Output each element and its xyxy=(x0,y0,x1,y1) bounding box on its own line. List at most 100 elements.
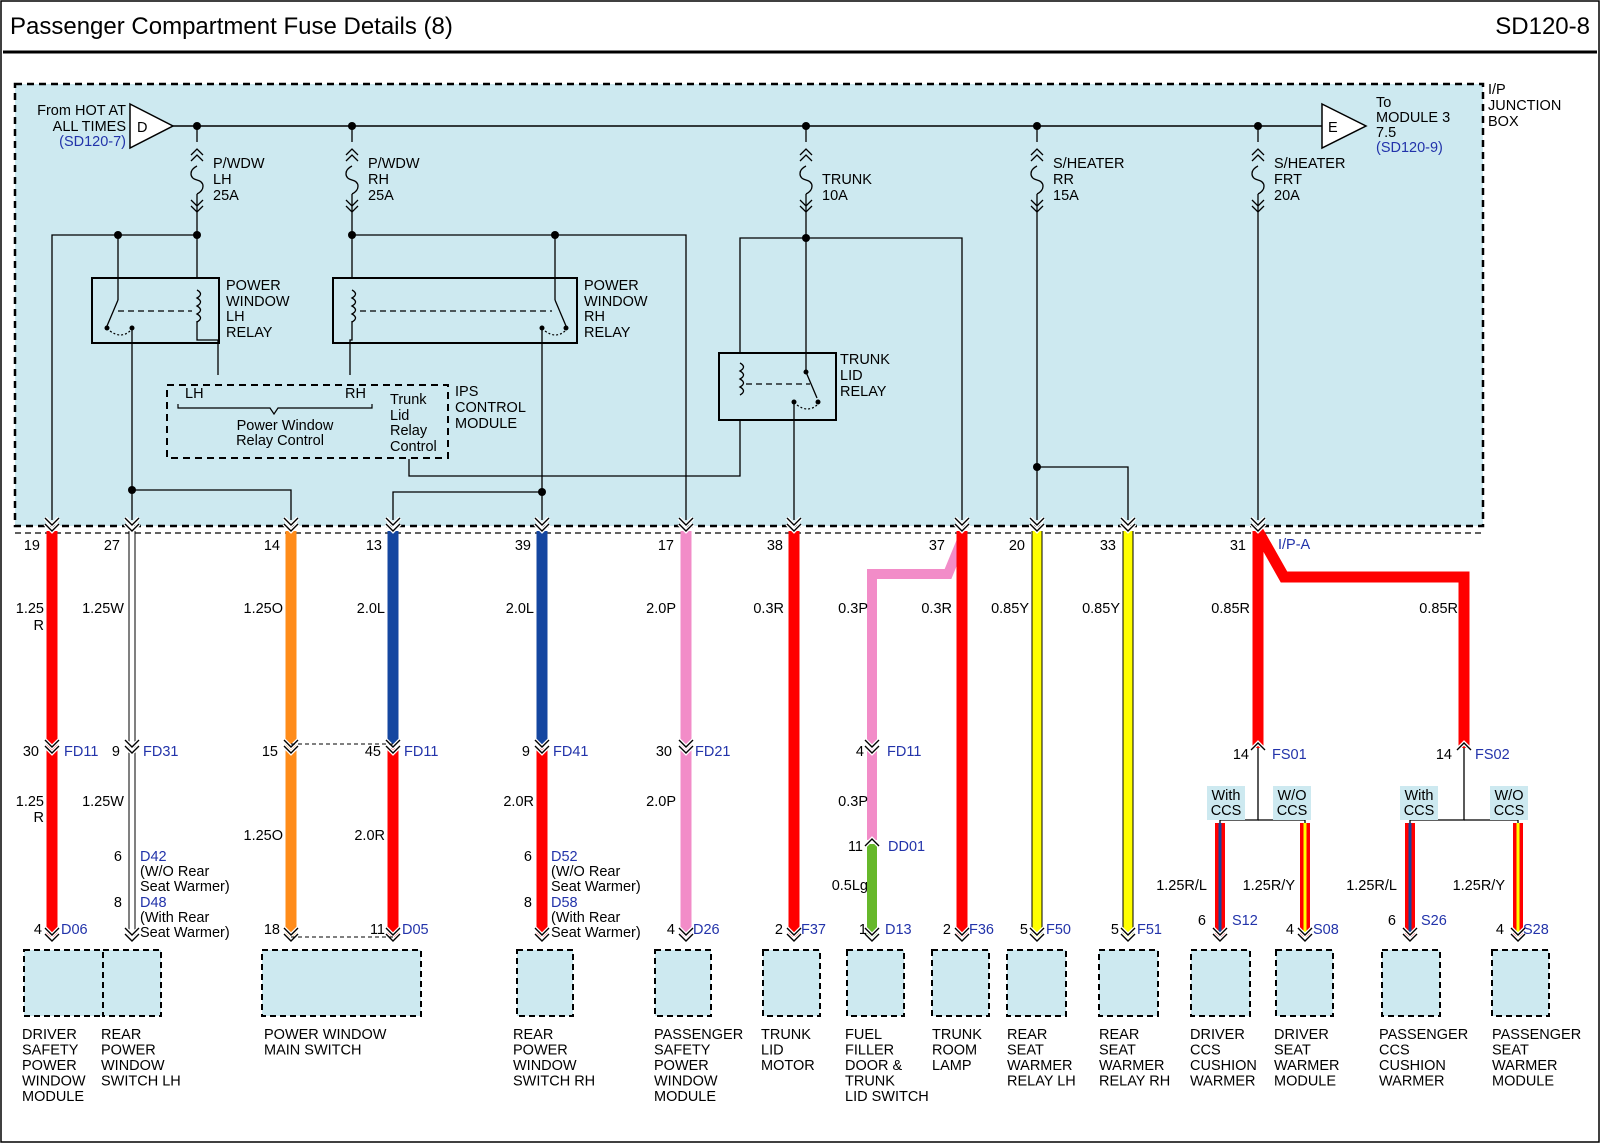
source-e: E To MODULE 3 7.5 (SD120-9) xyxy=(1321,95,1450,156)
component-label: WINDOW xyxy=(513,1058,577,1074)
source-e-ref: (SD120-9) xyxy=(1376,140,1443,156)
component-label: MOTOR xyxy=(761,1058,815,1074)
wire-label: 0.3P xyxy=(838,601,868,617)
bottom-ref: D13 xyxy=(885,922,912,938)
component-label: MODULE xyxy=(654,1089,716,1105)
component-label: CUSHION xyxy=(1190,1058,1257,1074)
component-label: PASSENGER xyxy=(654,1027,743,1043)
note-text: (With Rear xyxy=(140,910,209,926)
component-label: CCS xyxy=(1379,1043,1410,1059)
component-box xyxy=(1275,949,1334,1017)
mid-ref: FD11 xyxy=(64,744,98,760)
wire-label: 2.0P xyxy=(646,601,676,617)
chevron-down-icon xyxy=(283,517,299,532)
wire-label: 0.85Y xyxy=(1082,601,1120,617)
note-ref: D52 xyxy=(551,849,578,865)
wire-ccs-rl-tracer xyxy=(1218,823,1222,937)
chevron-down-icon xyxy=(1120,517,1136,532)
bottom-pin: 6 xyxy=(1198,913,1206,929)
fuse-label: FRT xyxy=(1274,172,1302,188)
component-label: RELAY RH xyxy=(1099,1074,1170,1090)
component-box xyxy=(1190,949,1251,1017)
ips-module-box xyxy=(166,384,449,459)
relay-box xyxy=(332,277,578,344)
component-label: LID xyxy=(761,1043,784,1059)
relay-coil-icon xyxy=(738,362,745,396)
component-box xyxy=(846,949,905,1017)
top-pin: 31 xyxy=(1230,538,1246,554)
bottom-ref: F37 xyxy=(801,922,826,938)
chevron-down-icon xyxy=(1212,927,1228,942)
component-label: SEAT xyxy=(1492,1043,1529,1059)
component-label: PASSENGER xyxy=(1379,1027,1468,1043)
fuse-label: P/WDW xyxy=(213,156,265,172)
bottom-pin: 2 xyxy=(943,922,951,938)
power-window-rh-relay: POWER WINDOW RH RELAY xyxy=(332,277,648,344)
source-d-triangle xyxy=(129,102,175,150)
jb-label-line: BOX xyxy=(1488,114,1519,130)
note-ref: D42 xyxy=(140,849,167,865)
wire-label: 0.3P xyxy=(838,794,868,810)
component-label: ROOM xyxy=(932,1043,977,1059)
ccs-option-text: CCS xyxy=(1277,803,1308,819)
component-label: TRUNK xyxy=(845,1074,895,1090)
fuse-label: 25A xyxy=(213,188,239,204)
relay-label: TRUNK xyxy=(840,352,890,368)
chevron-down-icon xyxy=(283,927,299,942)
wire-labels: 1.25 R 1.25 R 1.25W 1.25W 1.25O 1.25O 2.… xyxy=(16,601,1506,894)
wire-label: 2.0L xyxy=(506,601,534,617)
fuse-label: 20A xyxy=(1274,188,1300,204)
ccs-option-driver-with: With CCS xyxy=(1207,786,1245,820)
bottom-pin: 1 xyxy=(859,922,867,938)
chevron-down-icon xyxy=(44,927,60,942)
chevron-down-icon xyxy=(678,739,694,754)
component-label: SEAT xyxy=(1007,1043,1044,1059)
chevron-down-icon xyxy=(1297,927,1313,942)
note-text: (W/O Rear xyxy=(551,864,620,880)
top-pin: 38 xyxy=(767,538,783,554)
fuse-label: LH xyxy=(213,172,232,188)
mid-pin: 14 xyxy=(1436,747,1452,763)
ccs-split-line xyxy=(1258,819,1306,843)
component-box xyxy=(654,949,712,1017)
note-text: Seat Warmer) xyxy=(140,925,230,941)
jb-label-line: JUNCTION xyxy=(1488,98,1561,114)
wire-label: R xyxy=(34,810,44,826)
relay-label: WINDOW xyxy=(226,294,290,310)
connector-marks xyxy=(43,516,1527,944)
chevron-down-icon xyxy=(124,927,140,942)
component-label: DOOR & xyxy=(845,1058,903,1074)
component-label: SWITCH RH xyxy=(513,1074,595,1090)
wire-label: 0.85R xyxy=(1419,601,1458,617)
component-label: CCS xyxy=(1190,1043,1221,1059)
fuse-label: TRUNK xyxy=(822,172,872,188)
mid-ref: FD31 xyxy=(143,744,178,760)
note-ref: D58 xyxy=(551,895,578,911)
component-label: MODULE xyxy=(1492,1074,1554,1090)
ccs-option-text: W/O xyxy=(1495,788,1524,804)
wire-label: 1.25R/Y xyxy=(1453,878,1506,894)
component-label: WINDOW xyxy=(654,1074,718,1090)
note-text: (With Rear xyxy=(551,910,620,926)
ips-trunk-control: Relay xyxy=(390,423,428,439)
component-label: PASSENGER xyxy=(1492,1027,1581,1043)
chevron-down-icon xyxy=(1120,927,1136,942)
relay-label: POWER xyxy=(226,278,281,294)
component-label: SEAT xyxy=(1274,1043,1311,1059)
bottom-pin: 5 xyxy=(1020,922,1028,938)
mid-ref: FD11 xyxy=(404,744,438,760)
chevron-down-icon xyxy=(786,927,802,942)
ips-module-label: CONTROL xyxy=(455,400,526,416)
component-label: TRUNK xyxy=(761,1027,811,1043)
component-label: LAMP xyxy=(932,1058,972,1074)
wire-label: 2.0P xyxy=(646,794,676,810)
